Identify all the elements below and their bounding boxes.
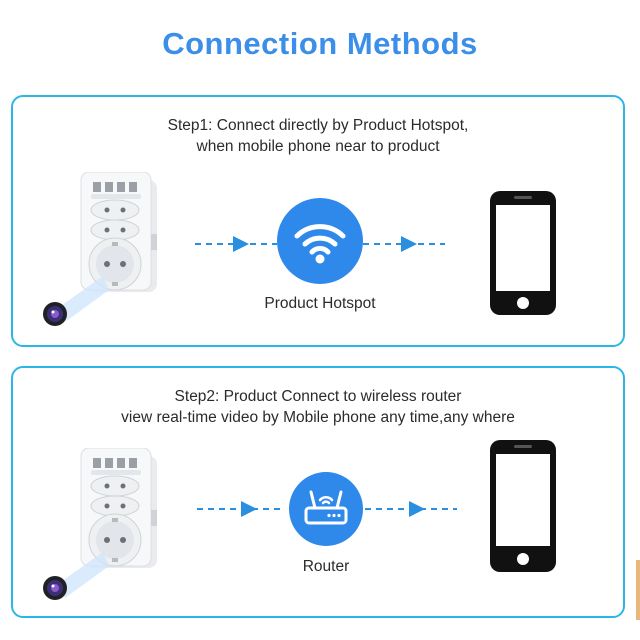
step2-panel: Step2: Product Connect to wireless route… — [11, 366, 625, 618]
arrow-router-to-phone — [365, 501, 457, 517]
edge-decoration — [636, 560, 640, 620]
step1-caption-line1: Step1: Connect directly by Product Hotsp… — [167, 117, 469, 134]
router-circle — [289, 472, 363, 546]
wifi-icon — [294, 224, 346, 264]
step1-panel: Step1: Connect directly by Product Hotsp… — [11, 95, 625, 347]
arrow-device-to-hotspot — [195, 236, 277, 252]
step1-caption-line2: when mobile phone near to product — [196, 138, 440, 155]
arrow-hotspot-to-phone — [363, 236, 445, 252]
step1-caption: Step1: Connect directly by Product Hotsp… — [13, 115, 623, 157]
arrow-device-to-router — [197, 501, 285, 517]
step2-caption: Step2: Product Connect to wireless route… — [13, 386, 623, 428]
step2-caption-line2: view real-time video by Mobile phone any… — [121, 409, 515, 426]
camera-socket-device — [43, 448, 157, 600]
step2-caption-line1: Step2: Product Connect to wireless route… — [174, 388, 462, 405]
hotspot-label: Product Hotspot — [264, 295, 376, 312]
camera-socket-device — [43, 172, 157, 326]
mobile-phone-icon — [490, 440, 556, 572]
mobile-phone-icon — [490, 191, 556, 315]
router-icon — [304, 490, 348, 525]
page-title: Connection Methods — [162, 26, 478, 61]
hotspot-circle — [277, 198, 363, 284]
router-label: Router — [302, 558, 350, 575]
